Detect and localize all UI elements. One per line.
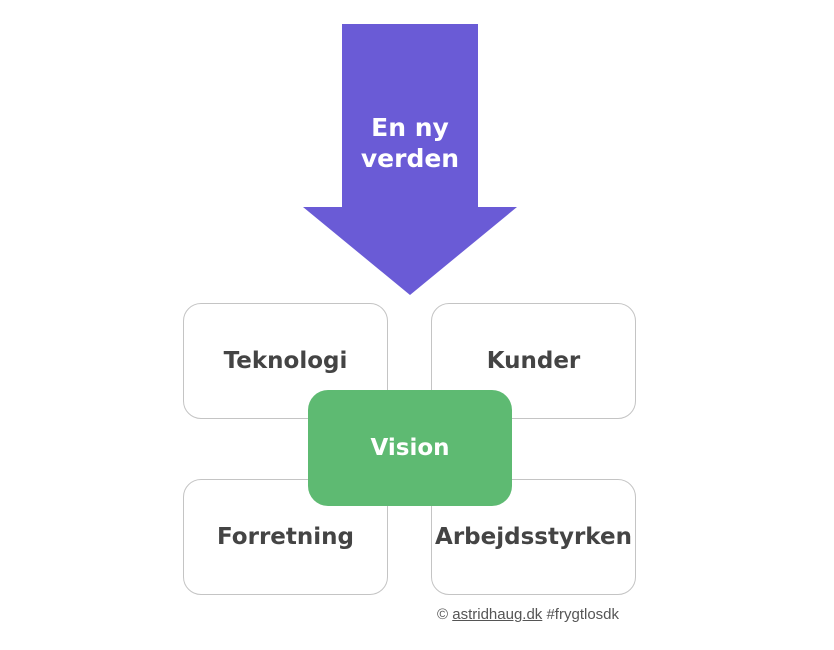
box-forretning: Forretning: [183, 479, 388, 595]
arrow-label: En ny verden: [342, 112, 478, 174]
down-arrow-shape: [303, 24, 517, 295]
credit-hashtag: #frygtlosdk: [546, 606, 620, 623]
box-arbejdsstyrken: Arbejdsstyrken: [431, 479, 636, 595]
vision-box: Vision: [308, 390, 512, 506]
arrow-label-line-2: verden: [360, 144, 460, 173]
copyright-symbol: ©: [437, 606, 449, 623]
box-forretning-label: Forretning: [217, 524, 354, 550]
arrow-label-line-1: En ny: [371, 113, 449, 142]
box-arbejdsstyrken-label: Arbejdsstyrken: [435, 524, 632, 550]
vision-label: Vision: [370, 435, 450, 461]
box-teknologi-label: Teknologi: [223, 348, 348, 374]
credit-link[interactable]: astridhaug.dk: [452, 606, 543, 623]
credit-line: © astridhaug.dk #frygtlosdk: [437, 606, 619, 623]
box-kunder-label: Kunder: [486, 348, 581, 374]
